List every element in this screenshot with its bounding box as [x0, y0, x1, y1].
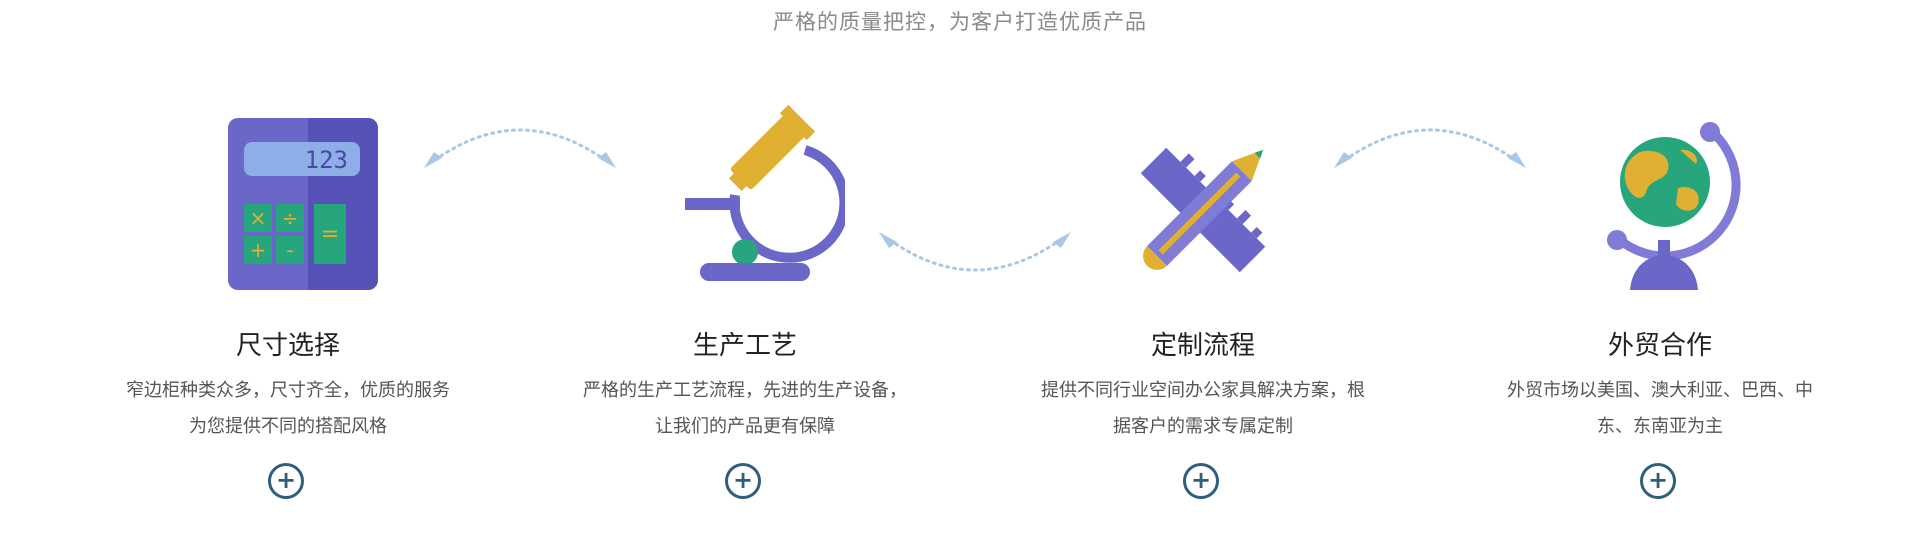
ruler-pencil-icon: [1140, 147, 1266, 273]
connector-arrow-3: [1334, 128, 1526, 168]
svg-text:÷: ÷: [282, 206, 299, 230]
feature-description: 外贸市场以美国、澳大利亚、巴西、中东、东南亚为主: [1507, 380, 1813, 437]
calculator-display: 123: [305, 146, 348, 174]
connector-arrow-2: [879, 232, 1071, 272]
feature-card-trade: 外贸合作 外贸市场以美国、澳大利亚、巴西、中东、东南亚为主 +: [1430, 0, 1890, 551]
feature-title: 定制流程: [1150, 331, 1255, 361]
feature-title: 尺寸选择: [235, 331, 340, 361]
feature-description: 窄边柜种类众多，尺寸齐全，优质的服务为您提供不同的搭配风格: [126, 380, 450, 437]
feature-title: 生产工艺: [692, 331, 797, 361]
svg-text:+: +: [250, 238, 267, 262]
svg-text:×: ×: [250, 206, 267, 230]
microscope-icon: [685, 104, 845, 281]
feature-title: 外贸合作: [1607, 331, 1712, 361]
more-button[interactable]: +: [725, 463, 761, 499]
more-button[interactable]: +: [1183, 463, 1219, 499]
feature-card-custom: 定制流程 提供不同行业空间办公家具解决方案，根据客户的需求专属定制 +: [973, 0, 1433, 551]
connector-arrow-1: [424, 128, 616, 168]
globe-icon: [1607, 122, 1741, 290]
more-button[interactable]: +: [268, 463, 304, 499]
more-button[interactable]: +: [1640, 463, 1676, 499]
calculator-icon: 123 × ÷ + - =: [228, 118, 378, 290]
svg-text:-: -: [286, 238, 293, 262]
feature-card-process: 生产工艺 严格的生产工艺流程，先进的生产设备，让我们的产品更有保障 +: [515, 0, 975, 551]
svg-text:=: =: [321, 222, 339, 247]
feature-description: 提供不同行业空间办公家具解决方案，根据客户的需求专属定制: [1041, 380, 1365, 437]
feature-description: 严格的生产工艺流程，先进的生产设备，让我们的产品更有保障: [583, 380, 907, 437]
feature-card-size: 123 × ÷ + - = 尺寸选择 窄边柜种类众多，尺寸齐全，优质的服务为您提…: [58, 0, 518, 551]
section-subtitle: 严格的质量把控，为客户打造优质产品: [773, 10, 1147, 34]
